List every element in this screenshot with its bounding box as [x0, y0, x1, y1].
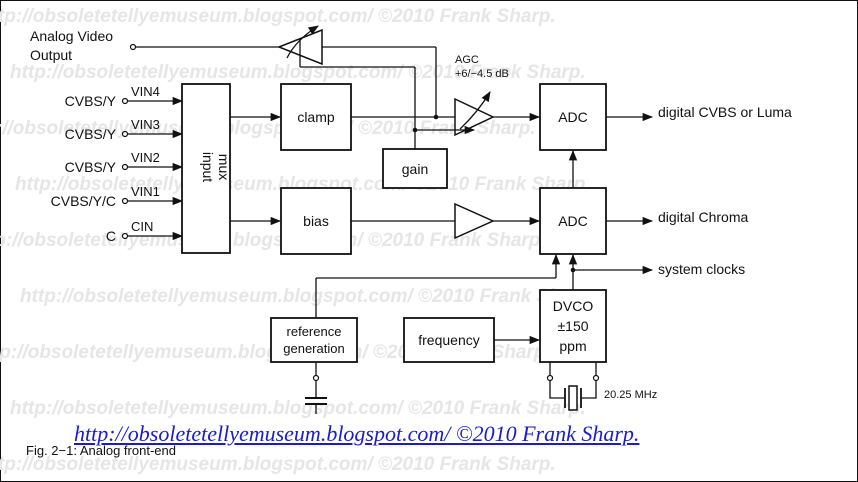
digital-chroma-label: digital Chroma: [658, 209, 748, 225]
input-terminal: [121, 163, 129, 171]
gain-block: [382, 148, 448, 189]
analog-output-terminal: [129, 43, 137, 51]
input-pin-label: CIN: [131, 219, 153, 234]
input-source-label: CVBS/Y: [65, 93, 117, 109]
adc-top-label: ADC: [558, 109, 588, 125]
junction-dot: [570, 267, 576, 273]
input-pin-label: VIN1: [131, 184, 160, 199]
input-pin-label: VIN4: [131, 84, 160, 99]
svg-text:http://obsoletetellyemuseum.bl: http://obsoletetellyemuseum.blogspot.com…: [20, 286, 596, 307]
svg-text:http://obsoletetellyemuseum.bl: http://obsoletetellyemuseum.blogspot.com…: [0, 118, 536, 139]
input-terminal: [121, 232, 129, 240]
adc-bottom-block: [539, 187, 607, 255]
ref-cap-terminal: [312, 374, 320, 382]
figure-caption: Fig. 2−1: Analog front-end: [26, 443, 176, 458]
input-terminal: [121, 97, 129, 105]
junction-dot: [412, 127, 418, 133]
agc-variable-arrow: [459, 91, 491, 130]
clamp-label: clamp: [297, 109, 335, 125]
xtal-terminal: [546, 374, 554, 382]
xtal-terminal: [592, 374, 600, 382]
wire-xtal-r: [581, 381, 597, 399]
adc-bottom-label: ADC: [558, 213, 588, 229]
reference-label-1: reference: [287, 324, 342, 339]
crystal-frequency-label: 20.25 MHz: [604, 389, 657, 401]
analog-output-label-2: Output: [30, 47, 72, 63]
input-source-label: CVBS/Y: [65, 126, 117, 142]
wire-xtal-l: [549, 381, 565, 399]
bias-label: bias: [303, 213, 329, 229]
frequency-label: frequency: [418, 332, 479, 348]
input-source-label: CVBS/Y/C: [51, 193, 116, 209]
junction-dot: [433, 114, 439, 120]
input-pins: CVBS/Y VIN4 CVBS/Y VIN3 CVBS/Y VIN2 CVBS…: [51, 84, 184, 244]
input-terminal: [121, 197, 129, 205]
adc-top-block: [539, 83, 607, 151]
input-source-label: C: [106, 228, 116, 244]
dvco-block: [539, 289, 607, 363]
agc-range-label: +6/−4.5 dB: [455, 68, 509, 80]
input-pin-label: VIN3: [131, 117, 160, 132]
agc-label: AGC: [455, 54, 479, 66]
svg-text:http://obsoletetellyemuseum.bl: http://obsoletetellyemuseum.blogspot.com…: [10, 398, 586, 419]
reference-generation-block: [270, 317, 358, 363]
bias-block: [280, 187, 352, 255]
input-pin-label: VIN2: [131, 150, 160, 165]
chroma-amplifier: [454, 202, 495, 240]
dvco-label-3: ppm: [559, 338, 586, 354]
blog-link[interactable]: http://obsoletetellyemuseum.blogspot.com…: [74, 421, 640, 446]
buffer-variable-arrow: [286, 25, 319, 59]
svg-text:http://obsoletetellyemuseum.bl: http://obsoletetellyemuseum.blogspot.com…: [0, 454, 556, 475]
svg-text:http://obsoletetellyemuseum.bl: http://obsoletetellyemuseum.blogspot.com…: [0, 6, 556, 27]
input-mux-label-2: mux: [216, 154, 232, 180]
crystal-body: [568, 385, 578, 411]
dvco-label-1: DVCO: [553, 298, 594, 314]
input-mux-label-1: input: [200, 152, 216, 182]
digital-cvbs-label: digital CVBS or Luma: [658, 104, 792, 120]
input-source-label: CVBS/Y: [65, 159, 117, 175]
input-terminal: [121, 130, 129, 138]
analog-output-label-1: Analog Video: [30, 28, 113, 44]
gain-label: gain: [402, 161, 428, 177]
input-mux-block: [181, 83, 231, 254]
dvco-label-2: ±150: [557, 318, 588, 334]
frequency-block: [403, 317, 495, 363]
reference-label-2: generation: [283, 341, 344, 356]
system-clocks-label: system clocks: [658, 261, 745, 277]
